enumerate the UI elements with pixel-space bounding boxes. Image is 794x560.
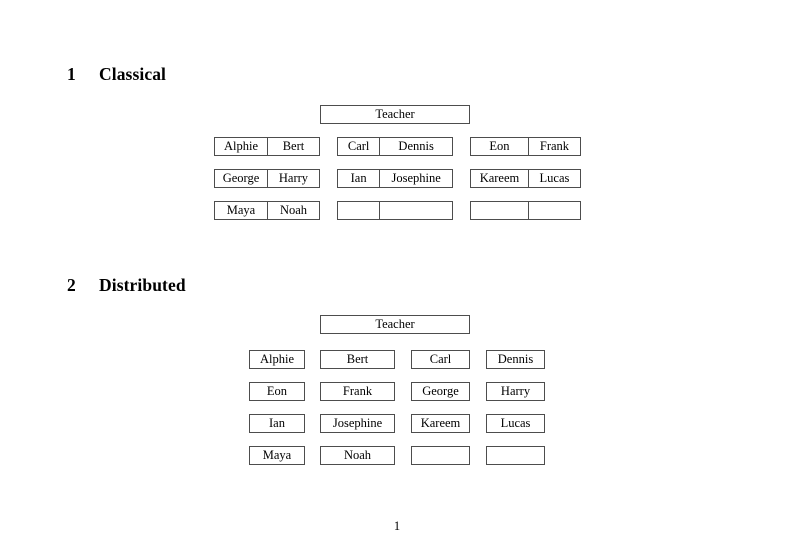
classical-group-box[interactable] — [470, 201, 581, 220]
distributed-box[interactable]: Bert — [320, 350, 395, 369]
distributed-box[interactable] — [486, 446, 545, 465]
classical-cell: Harry — [266, 170, 319, 187]
classical-diagram: Teacher Alphie Bert Carl Dennis Eon Fran… — [0, 105, 794, 225]
classical-group-box[interactable]: Carl Dennis — [337, 137, 453, 156]
distributed-teacher-row: Teacher — [0, 315, 794, 334]
classical-group-box[interactable]: Eon Frank — [470, 137, 581, 156]
classical-cell: Maya — [226, 202, 256, 217]
classical-student-row: Alphie Bert Carl Dennis Eon Frank — [0, 137, 794, 156]
classical-group-box[interactable] — [337, 201, 453, 220]
distributed-cell: Dennis — [497, 351, 534, 366]
distributed-box[interactable]: Maya — [249, 446, 305, 465]
classical-group-box[interactable]: Alphie Bert — [214, 137, 320, 156]
section-number: 1 — [67, 64, 76, 84]
section-number: 2 — [67, 275, 76, 295]
classical-cell-empty — [527, 202, 580, 219]
distributed-student-row: Alphie Bert Carl Dennis — [0, 350, 794, 369]
distributed-box[interactable]: Carl — [411, 350, 470, 369]
classical-cell: George — [222, 170, 260, 185]
distributed-box[interactable]: Noah — [320, 446, 395, 465]
distributed-box[interactable]: Eon — [249, 382, 305, 401]
classical-cell: Frank — [527, 138, 580, 155]
classical-group-box[interactable]: Maya Noah — [214, 201, 320, 220]
classical-teacher-row: Teacher — [0, 105, 794, 124]
classical-cell: Noah — [266, 202, 319, 219]
distributed-student-row: Ian Josephine Kareem Lucas — [0, 414, 794, 433]
distributed-box[interactable] — [411, 446, 470, 465]
distributed-cell-empty — [412, 447, 469, 464]
distributed-box[interactable]: Josephine — [320, 414, 395, 433]
classical-cell: Carl — [347, 138, 370, 153]
distributed-cell: Harry — [500, 383, 531, 398]
distributed-cell: Ian — [269, 415, 285, 430]
distributed-cell: Josephine — [332, 415, 383, 430]
classical-cell: Lucas — [527, 170, 580, 187]
classical-group-box[interactable]: Kareem Lucas — [470, 169, 581, 188]
distributed-cell: Eon — [266, 383, 288, 398]
classical-cell: Josephine — [379, 170, 452, 187]
distributed-cell: Noah — [343, 447, 372, 462]
distributed-box[interactable]: Harry — [486, 382, 545, 401]
classical-group-box[interactable]: George Harry — [214, 169, 320, 188]
classical-cell: Dennis — [379, 138, 452, 155]
distributed-cell: Bert — [346, 351, 369, 366]
classical-cell-empty — [379, 202, 452, 219]
distributed-box[interactable]: Lucas — [486, 414, 545, 433]
distributed-cell: Maya — [262, 447, 292, 462]
classical-student-row: George Harry Ian Josephine Kareem Lucas — [0, 169, 794, 188]
classical-cell: Alphie — [223, 138, 258, 153]
section-title: Distributed — [99, 275, 186, 295]
section-title: Classical — [99, 64, 167, 84]
distributed-cell: Alphie — [259, 351, 295, 366]
classical-cell-empty — [471, 202, 528, 219]
distributed-box[interactable]: Frank — [320, 382, 395, 401]
section-heading-classical: 1 Classical — [67, 64, 166, 85]
distributed-student-row: Eon Frank George Harry — [0, 382, 794, 401]
distributed-cell-empty — [487, 447, 544, 464]
page-number: 1 — [393, 519, 401, 533]
classical-cell: Kareem — [479, 170, 520, 185]
distributed-cell: Lucas — [500, 415, 531, 430]
distributed-teacher-label: Teacher — [375, 316, 415, 331]
classical-cell: Eon — [489, 138, 510, 153]
classical-cell: Bert — [266, 138, 319, 155]
distributed-cell: Frank — [342, 383, 373, 398]
distributed-cell: George — [422, 383, 459, 398]
classical-group-box[interactable]: Ian Josephine — [337, 169, 453, 188]
distributed-student-row: Maya Noah — [0, 446, 794, 465]
distributed-box[interactable]: Ian — [249, 414, 305, 433]
classical-student-row: Maya Noah — [0, 201, 794, 220]
distributed-teacher-box[interactable]: Teacher — [320, 315, 470, 334]
distributed-cell: Kareem — [420, 415, 461, 430]
classical-teacher-box[interactable]: Teacher — [320, 105, 470, 124]
distributed-diagram: Teacher Alphie Bert Carl Dennis Eon — [0, 315, 794, 475]
section-heading-distributed: 2 Distributed — [67, 275, 186, 296]
distributed-box[interactable]: Dennis — [486, 350, 545, 369]
classical-cell: Ian — [350, 170, 367, 185]
classical-teacher-label: Teacher — [375, 106, 415, 121]
distributed-box[interactable]: George — [411, 382, 470, 401]
distributed-box[interactable]: Alphie — [249, 350, 305, 369]
distributed-box[interactable]: Kareem — [411, 414, 470, 433]
classical-cell-empty — [338, 202, 379, 219]
distributed-cell: Carl — [429, 351, 452, 366]
